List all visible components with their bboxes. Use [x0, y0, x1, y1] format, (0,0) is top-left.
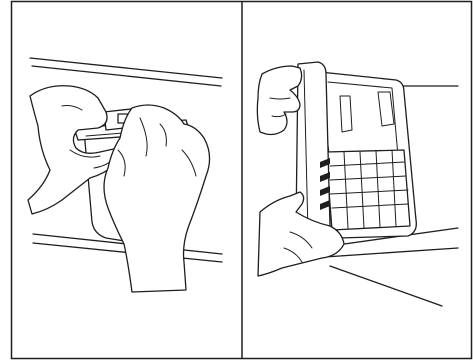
filter-grille	[326, 150, 410, 230]
panel-right	[257, 62, 458, 306]
panel-left	[28, 58, 222, 292]
filter-cover-pulled	[296, 62, 330, 240]
upper-hand	[257, 66, 301, 135]
shelf-top-lines	[30, 58, 222, 86]
